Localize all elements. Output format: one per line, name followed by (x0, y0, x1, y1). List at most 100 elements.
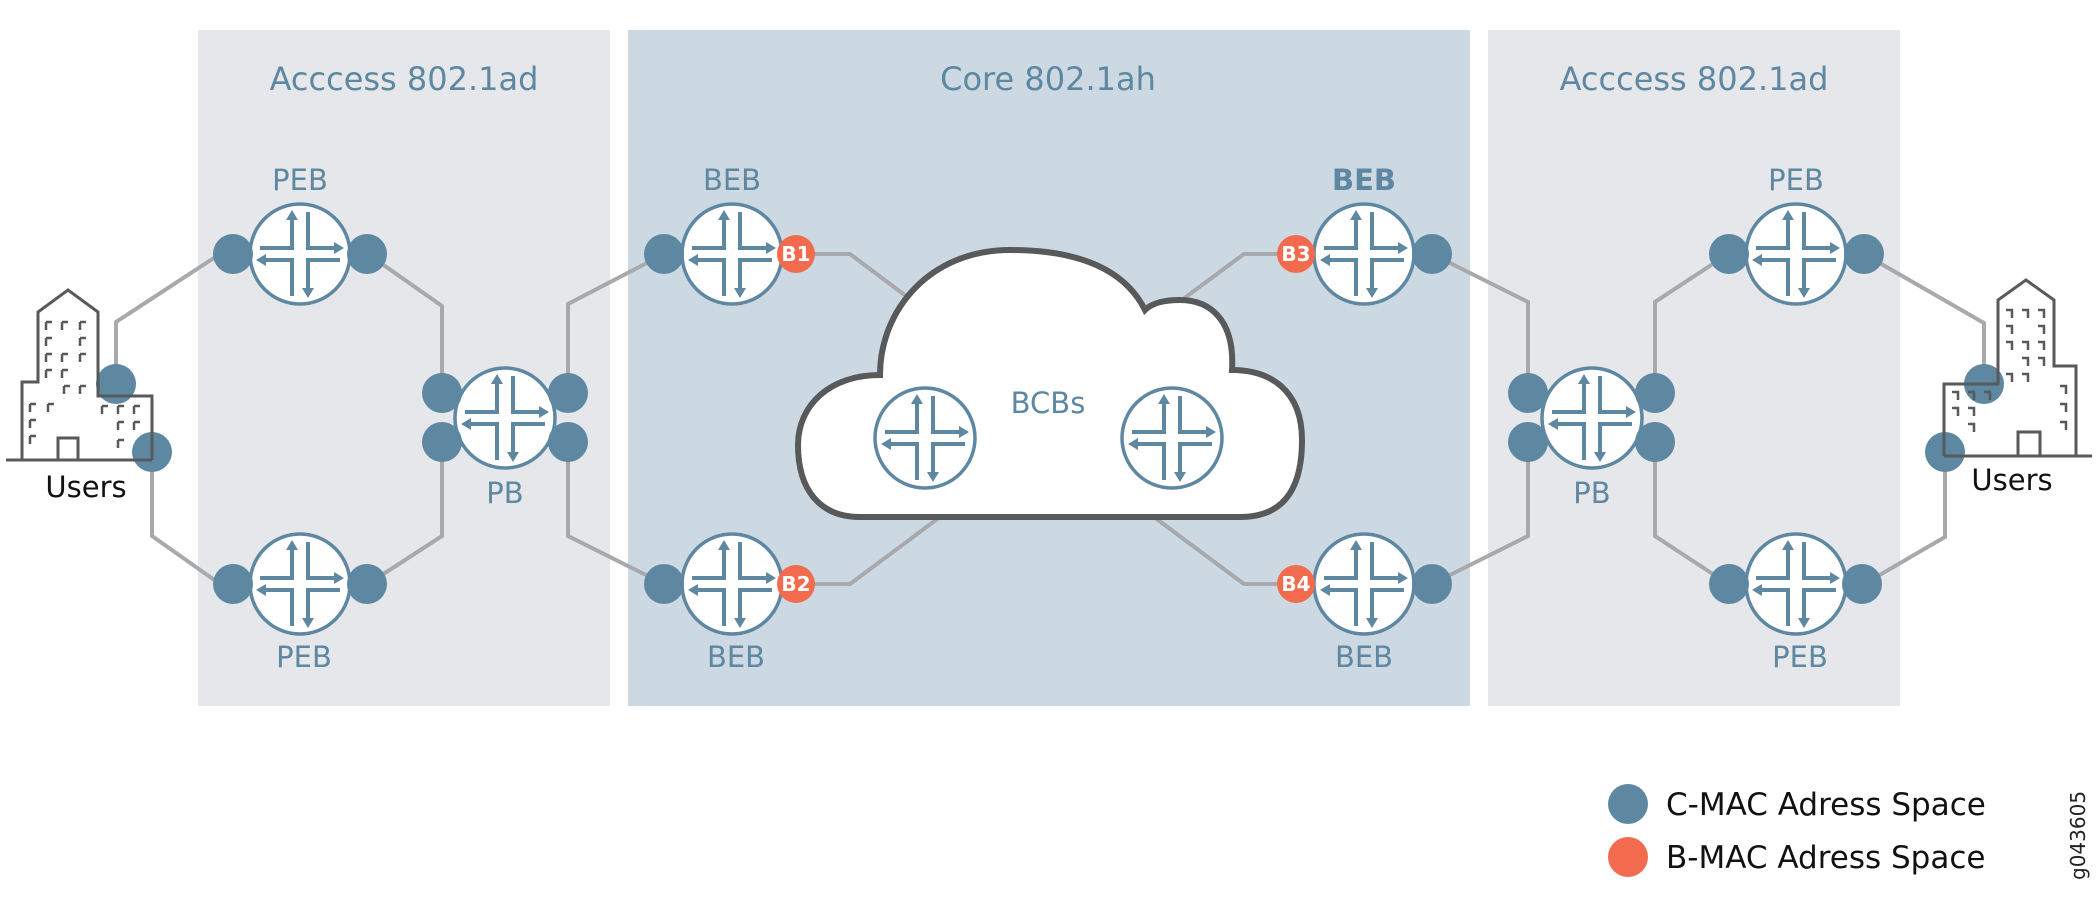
cmac-port-peb-lb-l (213, 564, 253, 604)
bmac-port-label: B2 (781, 572, 810, 596)
router-peb-left-bottom (248, 532, 352, 636)
label-beb-right-top: BEB (1332, 163, 1396, 197)
router-body (680, 532, 784, 636)
router-body (1120, 386, 1224, 490)
router-body (1312, 532, 1416, 636)
router-body (1744, 532, 1848, 636)
label-peb-right-bottom: PEB (1772, 640, 1828, 674)
label-pb-right: PB (1573, 476, 1610, 510)
cmac-port-peb-lt-r (347, 234, 387, 274)
cmac-port-pb-l-2 (422, 422, 462, 462)
router-arrows-icon (1752, 210, 1840, 298)
bmac-port-dot (777, 235, 815, 273)
router-arrows-icon (1320, 210, 1408, 298)
router-arrows-icon (256, 210, 344, 298)
cmac-port-peb-rt-r (1844, 234, 1884, 274)
router-peb-left-top (248, 202, 352, 306)
zone-title-core: Core 802.1ah (940, 60, 1156, 98)
cmac-port-pb-r-1 (1508, 373, 1548, 413)
router-peb-right-bottom (1744, 532, 1848, 636)
bmac-port-b3: B3 (1277, 235, 1315, 273)
link-peb-right-top-user (1863, 252, 1986, 384)
label-peb-left-top: PEB (272, 163, 328, 197)
bmac-port-b1: B1 (777, 235, 815, 273)
cmac-port-beb-rb (1412, 564, 1452, 604)
legend-item-cmac: C-MAC Adress Space (1608, 784, 1986, 824)
router-body (453, 366, 557, 470)
legend-item-bmac: B-MAC Adress Space (1608, 837, 1985, 877)
label-beb-right-bottom: BEB (1335, 640, 1393, 674)
link-peb-left-bottom-pb (366, 442, 444, 586)
router-arrows-icon (256, 540, 344, 628)
router-body (248, 202, 352, 306)
bmac-port-dot (777, 565, 815, 603)
link-peb-right-bottom-user (1862, 452, 1947, 586)
router-arrows-icon (1548, 374, 1636, 462)
bmac-port-label: B4 (1281, 572, 1310, 596)
router-beb-left-bottom (680, 532, 784, 636)
bmac-port-dot (1277, 235, 1315, 273)
cmac-port-beb-rt (1412, 234, 1452, 274)
router-beb-left-top (680, 202, 784, 306)
cmac-port-pb-l-3 (548, 373, 588, 413)
router-body (680, 202, 784, 306)
users-label-left: Users (45, 470, 126, 504)
cmac-port-pb-r-4 (1635, 422, 1675, 462)
link-user-left-peb-bottom (150, 452, 222, 586)
router-body (1540, 366, 1644, 470)
users-label-right: Users (1971, 463, 2052, 497)
link-pb-right-peb-bottom (1653, 442, 1730, 586)
router-arrows-icon (881, 394, 969, 482)
bmac-port-label: B1 (781, 242, 810, 266)
link-beb-right-bottom-pb (1431, 442, 1530, 586)
cmac-port-pb-r-2 (1508, 422, 1548, 462)
routers (248, 202, 1848, 636)
cmac-port-peb-lt-l (213, 234, 253, 274)
link-pb-left-beb-bottom (566, 442, 665, 586)
label-peb-left-bottom: PEB (276, 640, 332, 674)
bcbs-label: BCBs (1011, 386, 1086, 420)
router-body (873, 386, 977, 490)
router-bcb-right (1120, 386, 1224, 490)
bmac-port-b4: B4 (1277, 565, 1315, 603)
label-beb-left-top: BEB (703, 163, 761, 197)
router-beb-right-bottom (1312, 532, 1416, 636)
cmac-port-pb-r-3 (1635, 373, 1675, 413)
cmac-port-peb-rt-l (1709, 234, 1749, 274)
router-body (1312, 202, 1416, 306)
bmac-port-label: B3 (1281, 242, 1310, 266)
bmac-port-b2: B2 (777, 565, 815, 603)
link-peb-left-top-pb (366, 252, 444, 393)
label-pb-left: PB (486, 476, 523, 510)
cmac-port-peb-rb-r (1842, 564, 1882, 604)
figure-id: g043605 (2066, 791, 2090, 880)
router-arrows-icon (1320, 540, 1408, 628)
router-pb-left (453, 366, 557, 470)
link-user-left-peb-top (114, 252, 222, 378)
router-arrows-icon (1752, 540, 1840, 628)
legend-label-bmac: B-MAC Adress Space (1666, 840, 1985, 876)
cmac-port-peb-rb-l (1709, 564, 1749, 604)
router-body (1744, 202, 1848, 306)
cmac-port-user-left-1 (96, 364, 136, 404)
label-peb-right-top: PEB (1768, 163, 1824, 197)
zone-title-access-left: Acccess 802.1ad (270, 60, 539, 98)
bmac-port-dot (1277, 565, 1315, 603)
cmac-port-pb-l-1 (422, 373, 462, 413)
router-bcb-left (873, 386, 977, 490)
router-arrows-icon (688, 210, 776, 298)
cmac-port-peb-lb-r (347, 564, 387, 604)
node-labels: PEB PEB PB BEB BEB BEB BEB PB PEB PEB (272, 163, 1828, 674)
router-peb-right-top (1744, 202, 1848, 306)
router-arrows-icon (461, 374, 549, 462)
cmac-port-pb-l-4 (548, 422, 588, 462)
router-pb-right (1540, 366, 1644, 470)
building-icon-right (1942, 278, 2092, 458)
link-pb-right-peb-top (1653, 252, 1730, 393)
cmac-port-beb-lb (644, 564, 684, 604)
zone-title-access-right: Acccess 802.1ad (1560, 60, 1829, 98)
router-arrows-icon (688, 540, 776, 628)
label-beb-left-bottom: BEB (707, 640, 765, 674)
router-body (248, 532, 352, 636)
